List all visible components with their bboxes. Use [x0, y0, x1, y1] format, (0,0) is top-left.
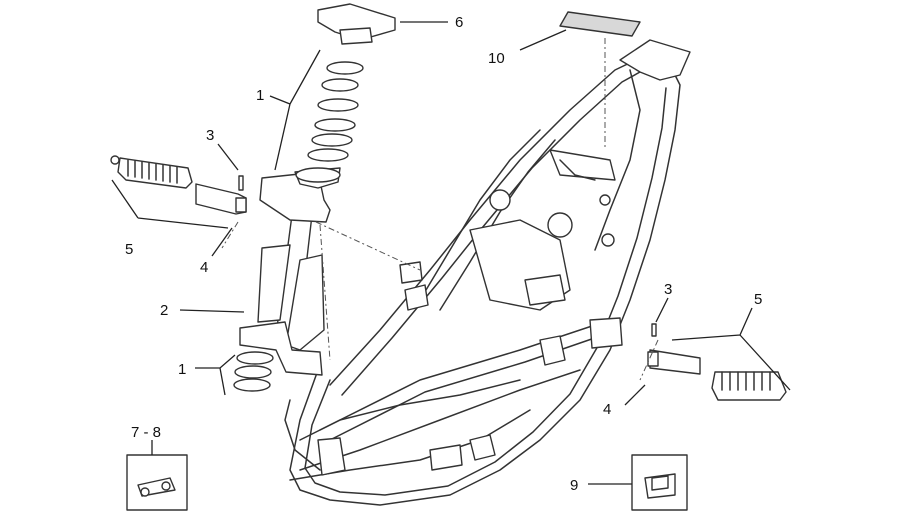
callout-6: 6	[455, 14, 463, 31]
callout-2: 2	[160, 302, 168, 319]
footrest-left	[110, 155, 247, 215]
leader-lines	[111, 21, 791, 485]
box-part-7-8	[126, 454, 188, 511]
callout-4-right: 4	[603, 401, 611, 418]
callout-3-right: 3	[664, 281, 672, 298]
bearing-set-top	[294, 61, 364, 189]
callout-7-8: 7 - 8	[131, 424, 161, 441]
scooter-frame	[284, 39, 691, 506]
steering-head-tube	[239, 171, 331, 376]
alignment-lines	[221, 38, 659, 381]
callout-1-top: 1	[256, 87, 264, 104]
callout-10: 10	[488, 50, 505, 67]
callout-3-left: 3	[206, 127, 214, 144]
box-part-9	[631, 454, 688, 511]
callout-5-right: 5	[754, 291, 762, 308]
footrest-right	[647, 323, 787, 401]
callout-1-bottom: 1	[178, 361, 186, 378]
callout-5-left: 5	[125, 241, 133, 258]
callout-9: 9	[570, 477, 578, 494]
steering-nut-cap	[317, 3, 396, 45]
bearing-set-bottom	[233, 351, 274, 392]
callout-labels: 6 10 1 3 5 4 2 1 3 5 4 7 - 8 9	[125, 14, 762, 494]
callout-4-left: 4	[200, 259, 208, 276]
rubber-pad	[559, 11, 641, 37]
